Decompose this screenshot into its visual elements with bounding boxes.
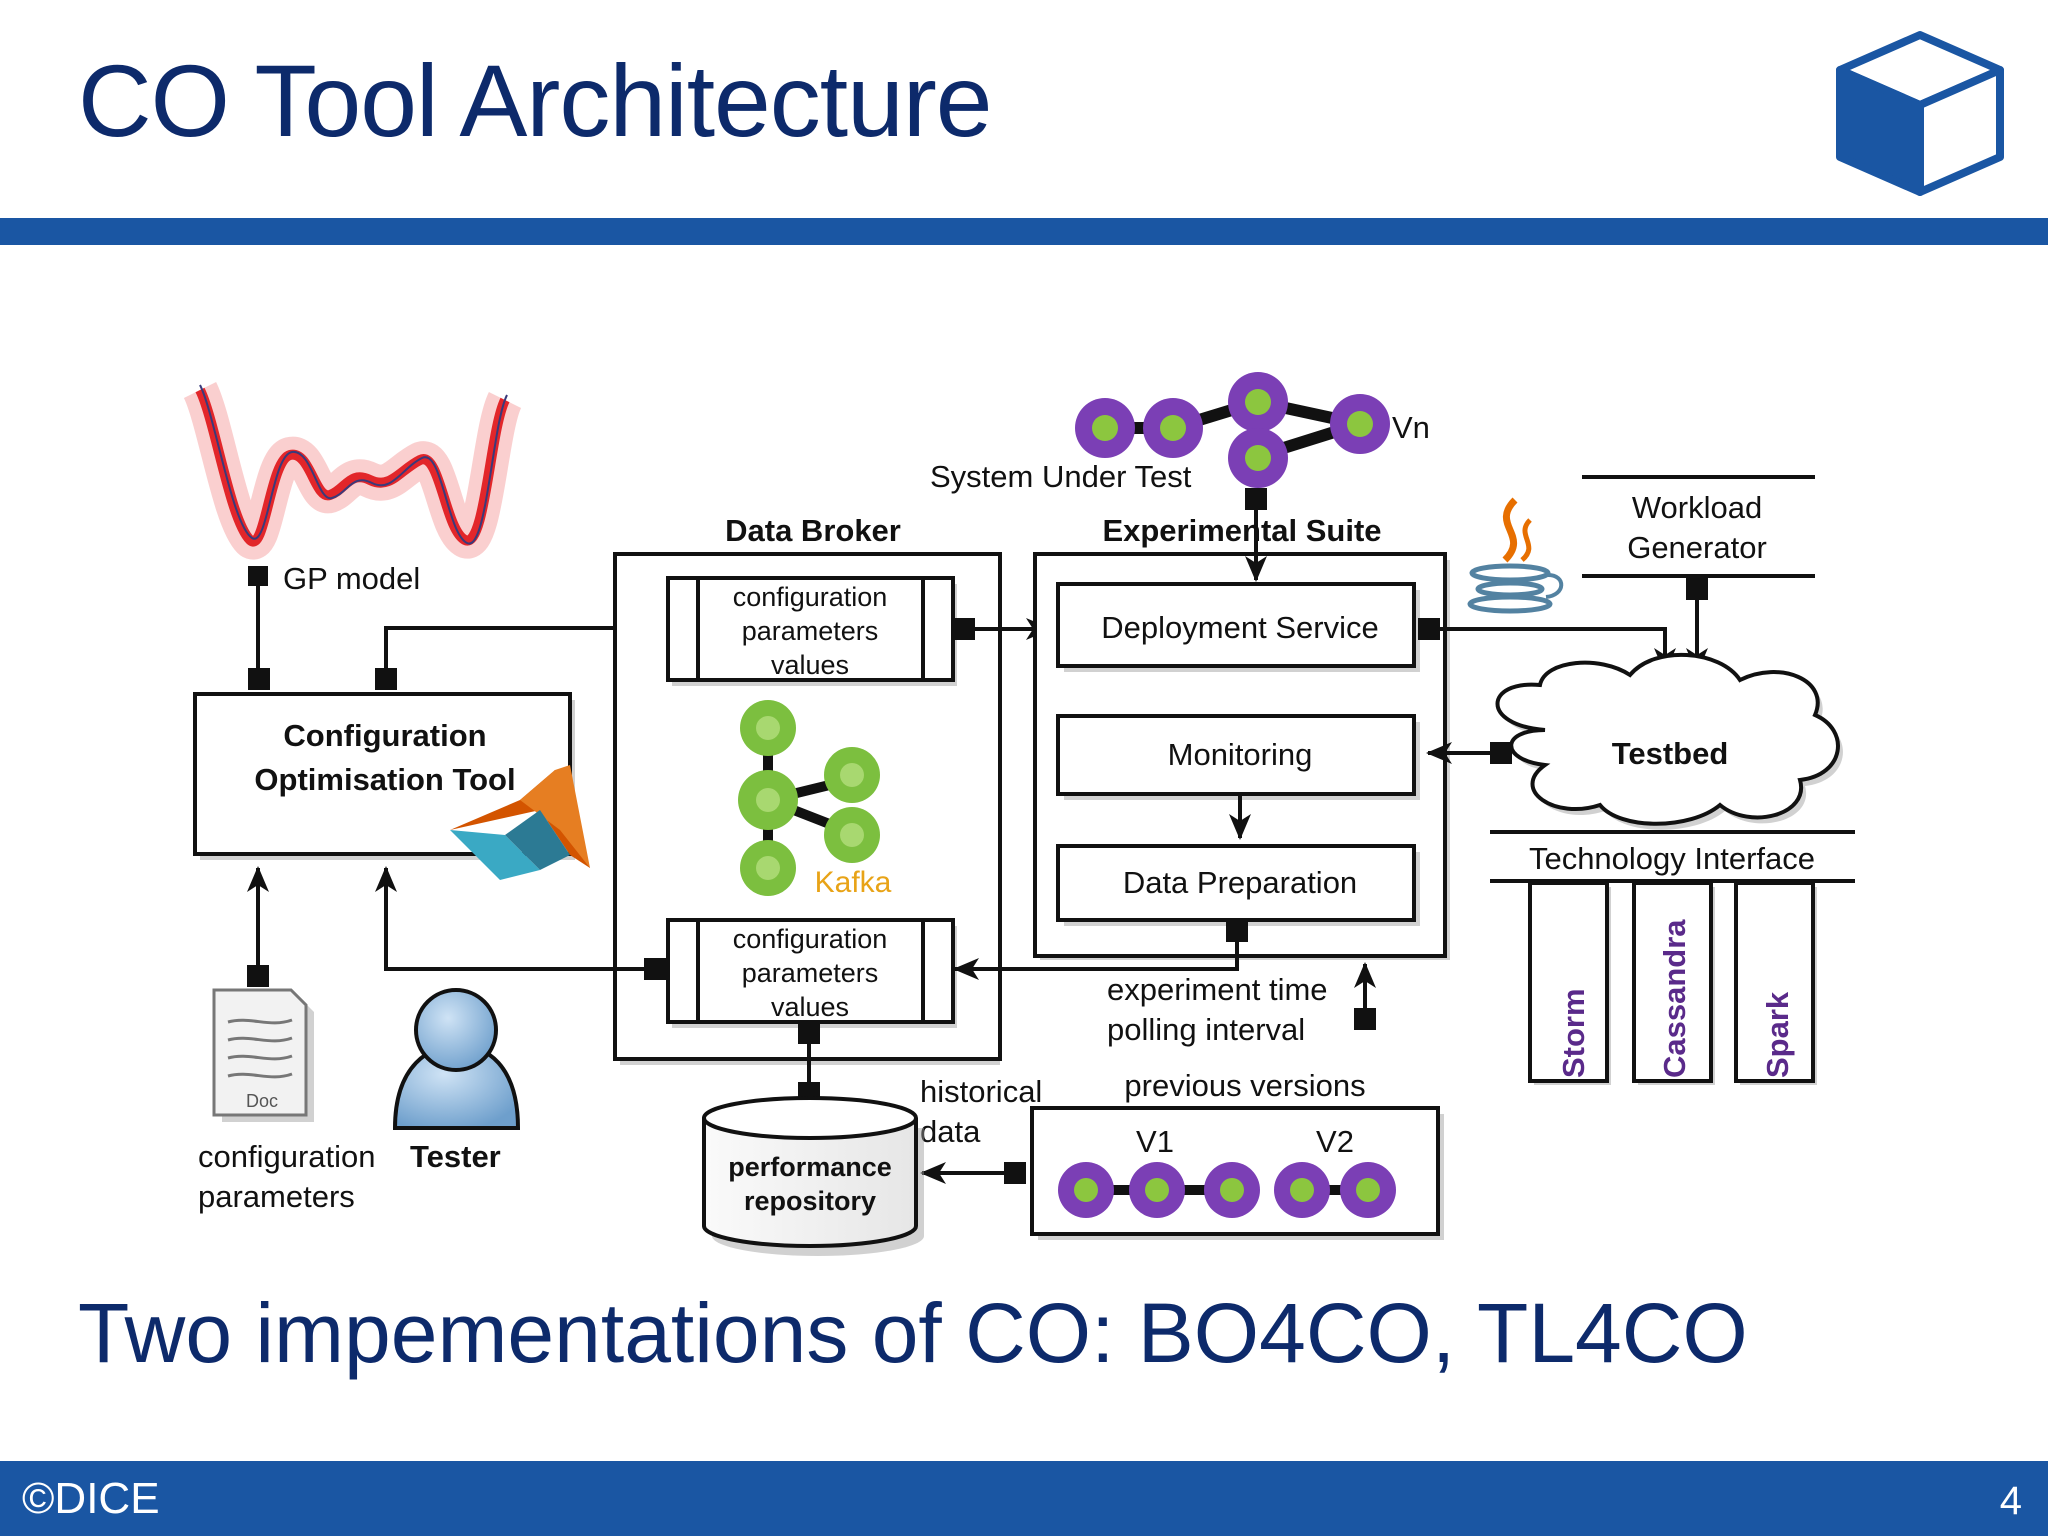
svg-text:values: values	[771, 992, 849, 1022]
svg-text:configuration: configuration	[733, 582, 888, 612]
gp-model-plot-icon	[183, 381, 522, 560]
system-under-test-graph	[1075, 372, 1390, 488]
document-icon: Doc	[212, 988, 314, 1122]
cube-logo-icon	[1836, 31, 2004, 196]
data-preparation-box: Data Preparation	[1056, 844, 1420, 926]
kafka-logo-icon	[738, 700, 880, 896]
version-v2-label: V2	[1316, 1124, 1354, 1159]
tech-storm: Storm	[1528, 881, 1611, 1085]
technology-interface-label: Technology Interface	[1529, 841, 1815, 876]
gp-model-label: GP model	[283, 561, 420, 596]
svg-text:repository: repository	[744, 1186, 876, 1216]
experiment-time-label: experiment time	[1107, 972, 1328, 1007]
svg-text:Data Preparation: Data Preparation	[1123, 865, 1357, 900]
system-under-test-label: System Under Test	[930, 459, 1192, 494]
version-v1-label: V1	[1136, 1124, 1174, 1159]
previous-versions-label: previous versions	[1124, 1068, 1365, 1103]
config-params-caption-1: configuration	[198, 1139, 376, 1174]
doc-label: Doc	[246, 1091, 278, 1111]
footer-bar	[0, 1461, 2048, 1536]
svg-text:Deployment Service: Deployment Service	[1101, 610, 1378, 645]
matlab-logo-icon	[450, 765, 590, 880]
historical-data-label-1: historical	[920, 1074, 1042, 1109]
slide-title: CO Tool Architecture	[78, 44, 993, 158]
config-values-top: configuration parameters values	[666, 576, 957, 686]
config-values-bottom: configuration parameters values	[666, 918, 957, 1028]
monitoring-box: Monitoring	[1056, 714, 1420, 800]
data-broker-title: Data Broker	[725, 513, 901, 548]
configuration-optimisation-tool-box: Configuration Optimisation Tool	[193, 692, 590, 880]
svg-text:configuration: configuration	[733, 924, 888, 954]
svg-text:Storm: Storm	[1556, 988, 1591, 1078]
copyright: ©DICE	[22, 1474, 160, 1523]
page-number: 4	[1999, 1479, 2022, 1523]
deployment-service-box: Deployment Service	[1056, 582, 1420, 672]
workload-generator-label-1: Workload	[1632, 490, 1762, 525]
slide-subtitle: Two impementations of CO: BO4CO, TL4CO	[78, 1286, 1748, 1380]
java-logo-icon	[1467, 497, 1564, 614]
co-tool-title-1: Configuration	[283, 718, 486, 753]
title-rule	[0, 218, 2048, 245]
historical-data-label-2: data	[920, 1114, 981, 1149]
tech-spark: Spark	[1734, 881, 1817, 1085]
svg-text:Monitoring: Monitoring	[1168, 737, 1313, 772]
co-tool-title-2: Optimisation Tool	[254, 762, 515, 797]
tester-user-icon	[392, 988, 521, 1130]
svg-text:parameters: parameters	[742, 616, 879, 646]
vn-label: Vn	[1392, 410, 1430, 445]
svg-text:values: values	[771, 650, 849, 680]
svg-text:parameters: parameters	[742, 958, 879, 988]
polling-interval-label: polling interval	[1107, 1012, 1305, 1047]
testbed-label: Testbed	[1612, 736, 1729, 771]
testbed-cloud: Testbed	[1495, 653, 1843, 830]
svg-text:Cassandra: Cassandra	[1657, 919, 1692, 1078]
workload-generator-label-2: Generator	[1627, 530, 1767, 565]
tech-cassandra: Cassandra	[1632, 881, 1715, 1085]
kafka-label: Kafka	[815, 866, 892, 899]
performance-repository-cylinder: performance repository	[702, 1096, 924, 1256]
tester-label: Tester	[410, 1139, 501, 1174]
svg-text:Spark: Spark	[1760, 991, 1795, 1078]
svg-text:performance: performance	[728, 1152, 892, 1182]
experimental-suite-title: Experimental Suite	[1102, 513, 1381, 548]
previous-versions-graph	[1058, 1162, 1396, 1218]
config-params-caption-2: parameters	[198, 1179, 355, 1214]
